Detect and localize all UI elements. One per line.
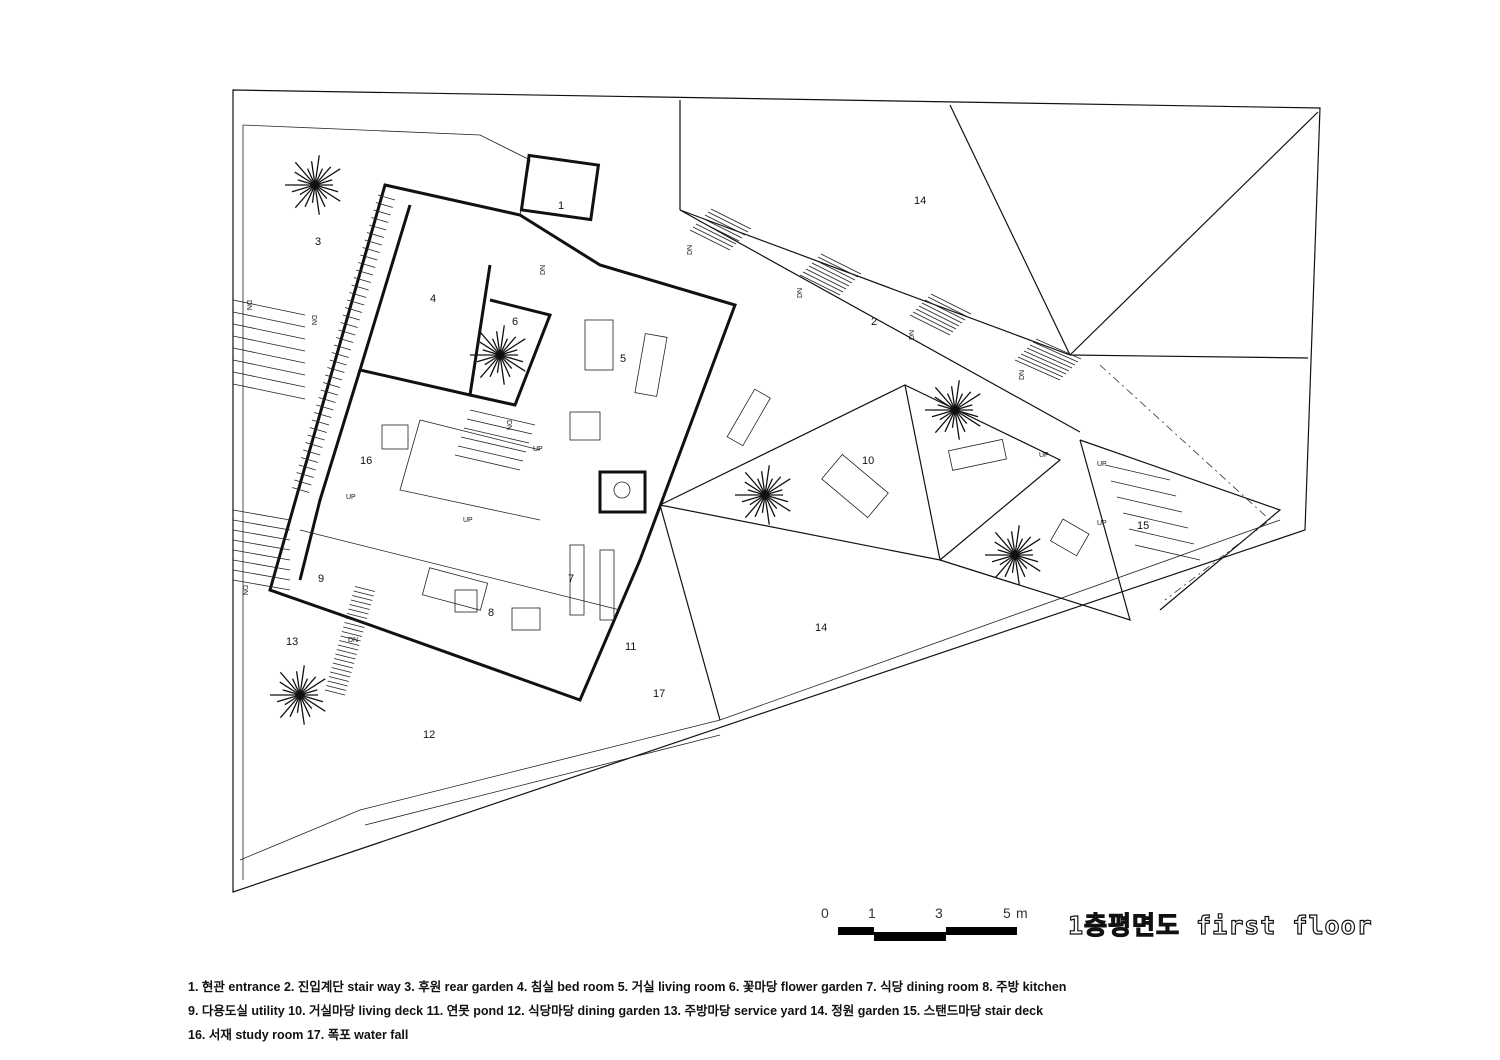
site-inner-boundary — [242, 124, 531, 216]
room-label-15: 15 — [1137, 520, 1149, 532]
stairs — [232, 194, 1201, 696]
dn-mark: DN — [687, 245, 694, 255]
furniture — [381, 319, 1090, 631]
garden-top-lines — [679, 100, 1319, 433]
dn-mark: DN — [505, 420, 512, 430]
tree-icon — [735, 465, 791, 525]
room-label-7: 7 — [568, 573, 574, 585]
tree-icon — [985, 525, 1041, 585]
stair-west — [232, 509, 291, 591]
tree-icon — [925, 380, 981, 440]
room-label-3: 3 — [315, 236, 321, 248]
room-label-14-bottom: 14 — [815, 622, 827, 634]
dn-mark: DN — [909, 330, 916, 340]
dn-mark: DN — [241, 585, 248, 595]
room-label-1: 1 — [558, 200, 564, 212]
room-label-11: 11 — [625, 641, 636, 653]
up-mark: UP — [463, 517, 473, 524]
stair-service-yard — [324, 586, 375, 696]
room-label-4: 4 — [430, 293, 436, 305]
scale-tick-1: 1 — [868, 905, 876, 921]
interior-stair — [454, 409, 536, 471]
drawing-title: 1층평면도 first floor — [1067, 910, 1373, 940]
scale-bar: 0 1 3 5 m — [821, 905, 1028, 941]
room-label-2: 2 — [871, 316, 877, 328]
stair-rear-garden — [232, 299, 306, 400]
room-label-12: 12 — [423, 729, 435, 741]
dn-mark: DN — [797, 288, 804, 298]
room-label-17: 17 — [653, 688, 665, 700]
room-label-13: 13 — [286, 636, 298, 648]
house-walls — [268, 153, 737, 702]
room-label-16: 16 — [360, 455, 372, 467]
dn-mark: DN — [1019, 370, 1026, 380]
site-boundary — [232, 89, 1321, 893]
room-label-14-top: 14 — [914, 195, 926, 207]
room-label-5: 5 — [620, 353, 626, 365]
scale-tick-3: 3 — [935, 905, 943, 921]
entry-stair-4 — [1014, 338, 1082, 381]
trees — [270, 155, 1041, 725]
room-labels: 1 2 3 4 5 6 7 8 9 10 11 12 13 14 14 15 1… — [286, 195, 1149, 741]
scale-tick-0: 0 — [821, 905, 829, 921]
room-label-6: 6 — [512, 316, 518, 328]
dn-mark: DN — [348, 637, 358, 644]
up-mark: UP — [346, 494, 356, 501]
up-mark: UP — [533, 446, 543, 453]
room-label-9: 9 — [318, 573, 324, 585]
legend-line: 16. 서재 study room 17. 폭포 water fall — [188, 1028, 409, 1042]
room-label-10: 10 — [862, 455, 874, 467]
room-label-8: 8 — [488, 607, 494, 619]
up-mark: UP — [1097, 520, 1107, 527]
stair-marks: DN DN DN DN DN DN DN DN DN DN UP UP UP U… — [241, 245, 1107, 644]
up-mark: UP — [1097, 461, 1107, 468]
tree-icon — [270, 665, 326, 725]
entry-stair-1 — [689, 208, 752, 251]
dn-mark: DN — [310, 315, 317, 325]
stair-deck-steps — [1104, 464, 1201, 561]
legend: 1. 현관 entrance 2. 진입계단 stair way 3. 후원 r… — [188, 975, 1066, 1047]
scale-tick-5: 5 — [1003, 905, 1011, 921]
dn-mark: DN — [540, 265, 547, 275]
exterior-stair-left — [292, 194, 396, 493]
up-mark: UP — [1039, 452, 1049, 459]
dn-mark: DN — [245, 300, 252, 310]
entry-stair-2 — [799, 253, 862, 296]
tree-icon — [285, 155, 341, 215]
legend-line: 9. 다용도실 utility 10. 거실마당 living deck 11.… — [188, 1004, 1044, 1018]
legend-line: 1. 현관 entrance 2. 진입계단 stair way 3. 후원 r… — [188, 980, 1067, 994]
scale-unit: m — [1016, 905, 1028, 921]
tree-icon — [470, 325, 526, 385]
entry-stair-3 — [909, 293, 972, 336]
